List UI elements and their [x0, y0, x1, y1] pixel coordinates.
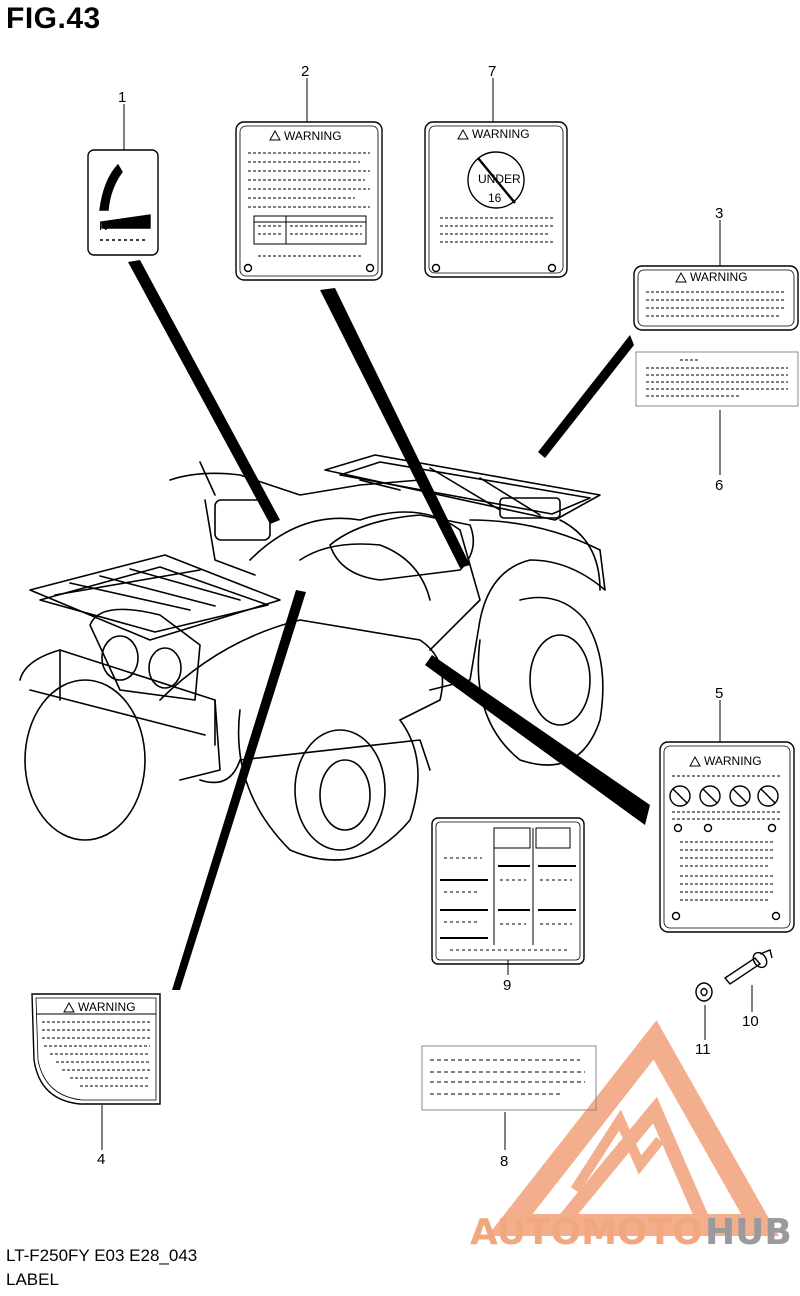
label-7-under16-plate [424, 121, 568, 278]
part-10-rivet [723, 949, 773, 985]
atv-illustration [19, 454, 606, 861]
label-5-warning-heading: WARNING [704, 754, 762, 768]
callout-11: 11 [695, 1041, 711, 1058]
leader-lines [128, 260, 650, 990]
label-8-info-strip [421, 1045, 597, 1111]
callout-8: 8 [500, 1153, 508, 1170]
label-1-neutral-mark: N [99, 219, 108, 233]
label-6-info-strip [635, 351, 799, 407]
callout-leaders [101, 78, 753, 1150]
model-code: LT-F250FY E03 E28_043 [6, 1246, 198, 1265]
label-5-warning-plate [659, 741, 795, 933]
label-4-warning-heading: WARNING [78, 1000, 136, 1014]
figure-title: FIG.43 [6, 2, 101, 35]
label-2-warning-heading: WARNING [284, 129, 342, 143]
watermark-logo [487, 1020, 779, 1236]
label-7-age-text: 16 [488, 191, 502, 205]
callout-5: 5 [715, 685, 723, 702]
label-4-warning-shaped [31, 993, 161, 1105]
callout-10: 10 [742, 1013, 759, 1030]
callout-7: 7 [488, 63, 496, 80]
part-11-washer [695, 982, 713, 1002]
label-9-spec-panel [431, 817, 585, 965]
callout-6: 6 [715, 477, 723, 494]
label-3-warning-heading: WARNING [690, 270, 748, 284]
section-name: LABEL [6, 1270, 59, 1289]
label-7-warning-heading: WARNING [472, 127, 530, 141]
callout-3: 3 [715, 205, 723, 222]
label-2-warning-plate [235, 121, 383, 281]
label-7-under-text: UNDER [478, 172, 521, 186]
watermark-text-hub: HUB [705, 1212, 792, 1253]
callout-2: 2 [301, 63, 309, 80]
callout-9: 9 [503, 977, 511, 994]
watermark-text-automoto: AUTOMOTO [470, 1212, 703, 1253]
label-3-warning-strip [633, 265, 799, 331]
callout-4: 4 [97, 1151, 105, 1168]
callout-1: 1 [118, 89, 126, 106]
label-1-gear-indicator [87, 149, 159, 256]
